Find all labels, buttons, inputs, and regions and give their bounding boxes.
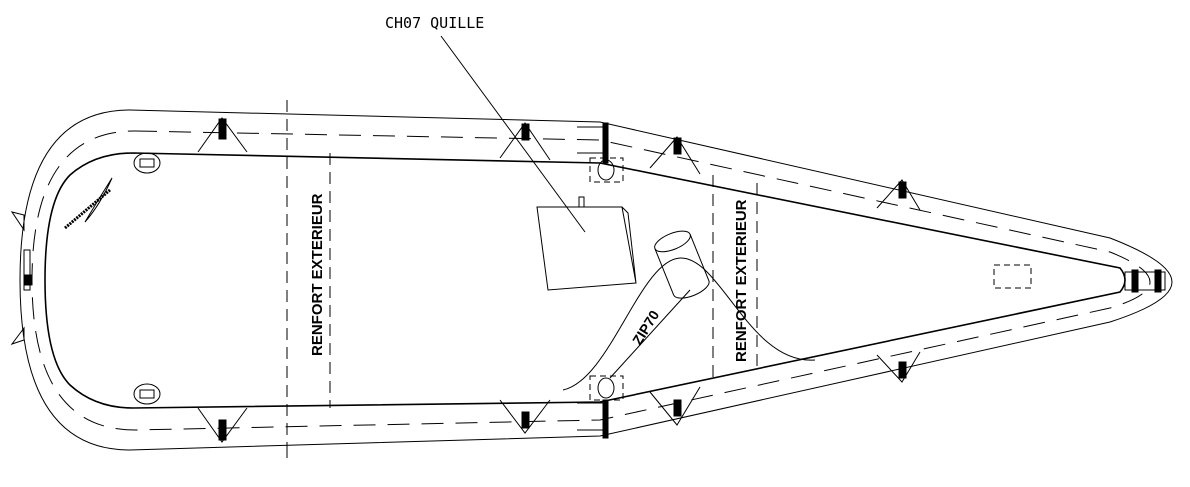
zip-label: ZIP70: [629, 307, 662, 347]
zip-curve: [562, 257, 816, 391]
pump-cylinder: [654, 230, 710, 299]
callout-leader: [440, 35, 586, 233]
thwart-fitting: [577, 122, 624, 439]
keel-box: [536, 206, 637, 291]
floor-outline: [44, 152, 1126, 409]
handle-icon: [133, 152, 161, 405]
transom-fittings: [10, 211, 32, 345]
valve-icon: [84, 177, 113, 223]
bow-locker: [993, 264, 1032, 289]
tube-centerline: [31, 130, 1151, 431]
callout-label: CH07 QUILLE: [385, 14, 484, 32]
bow-fitting: [1124, 269, 1166, 293]
reinforcement-label: RENFORT EXTERIEUR: [309, 193, 326, 356]
zip-leader: [609, 289, 691, 379]
keel-box-tab: [578, 196, 585, 208]
reinforcement-strip-1: [286, 100, 758, 460]
outer-tube-outline: [19, 109, 1173, 451]
reinforcement-label: RENFORT EXTERIEUR: [733, 199, 750, 362]
d-ring-patches: [197, 117, 921, 443]
